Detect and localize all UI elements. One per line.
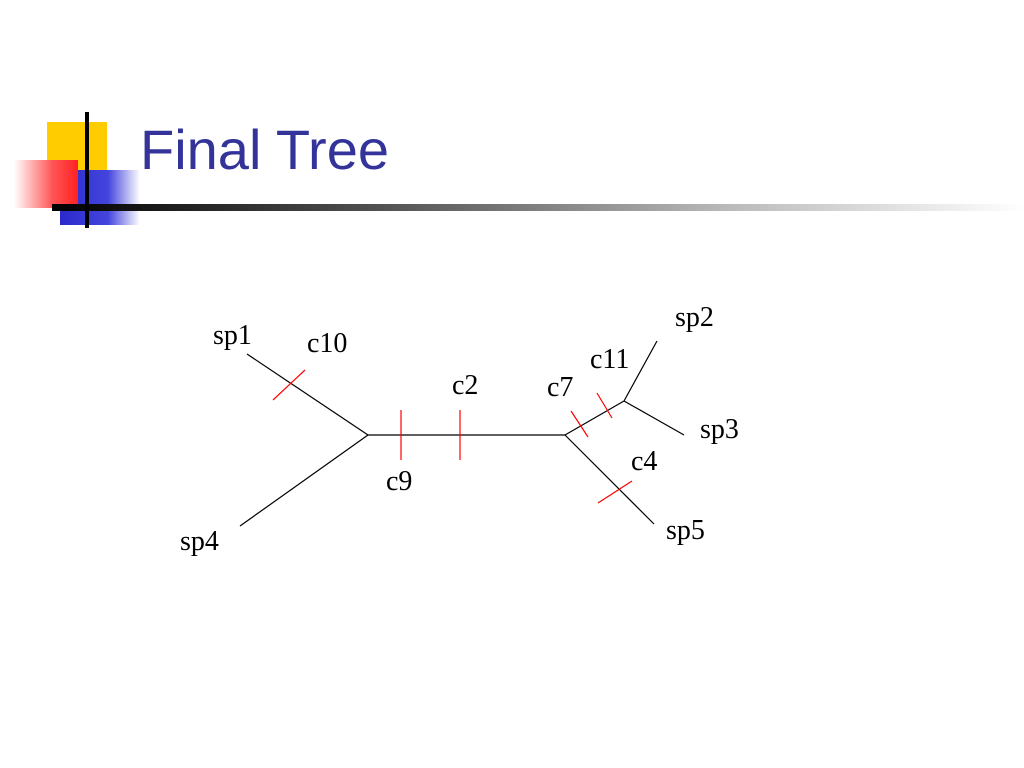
branch-sp4 xyxy=(239,434,369,527)
char-label-c9: c9 xyxy=(386,466,412,497)
logo-vertical-bar xyxy=(85,112,89,228)
leaf-label-sp5: sp5 xyxy=(666,515,705,546)
branch-sp1 xyxy=(246,353,369,436)
leaf-label-sp2: sp2 xyxy=(675,302,714,333)
tick-c7 xyxy=(570,410,589,438)
tick-c10 xyxy=(272,369,306,401)
page-title: Final Tree xyxy=(140,118,389,181)
tick-c4 xyxy=(597,480,633,504)
char-label-c10: c10 xyxy=(307,328,347,359)
char-label-c2: c2 xyxy=(452,370,478,401)
logo-red-square xyxy=(14,160,78,208)
branch-sp3 xyxy=(623,400,685,436)
leaf-label-sp4: sp4 xyxy=(180,526,219,557)
char-label-c4: c4 xyxy=(631,446,657,477)
char-label-c11: c11 xyxy=(590,344,629,375)
branch-sp5 xyxy=(564,434,655,525)
leaf-label-sp3: sp3 xyxy=(700,414,739,445)
branch-sp2 xyxy=(623,340,658,402)
title-decoration xyxy=(14,112,1024,228)
title-underline xyxy=(52,204,1024,211)
branch-sp2-sp3-clade xyxy=(564,400,625,436)
tick-c11 xyxy=(596,392,613,419)
leaf-label-sp1: sp1 xyxy=(213,320,252,351)
char-label-c7: c7 xyxy=(547,372,573,403)
